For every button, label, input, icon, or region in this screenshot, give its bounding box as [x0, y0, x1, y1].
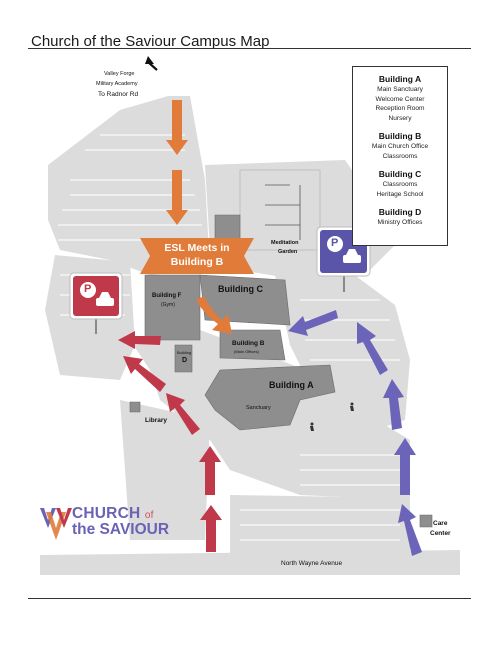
legend-heading-c: Building C [378, 169, 422, 179]
legend-item: Classrooms [382, 181, 418, 188]
accessible-icon [310, 402, 354, 431]
library-building [129, 401, 141, 413]
legend-heading-b: Building B [378, 131, 422, 141]
logo-text-line-2: the SAVIOUR [72, 521, 170, 538]
building-b [219, 329, 286, 361]
north-arrow-icon [145, 56, 158, 71]
logo-text-line-1: CHURCH of [72, 505, 154, 523]
top-rule [28, 48, 471, 49]
building-f-sub-label: (Gym) [161, 302, 175, 308]
building-b-sub-label: (Main Offices) [234, 349, 259, 354]
parking-sign-icon [69, 272, 123, 334]
esl-line-1: ESL Meets in [164, 242, 230, 254]
parking-letter-blue: P [331, 237, 339, 249]
purple-route-arrows [288, 310, 422, 556]
building-d-letter: D [182, 357, 188, 364]
road-label: North Wayne Avenue [281, 560, 343, 567]
legend-item: Classrooms [382, 152, 418, 160]
logo-of: of [144, 510, 154, 521]
building-f [144, 274, 201, 341]
building-b-label: Building B [232, 340, 265, 347]
care-center-building [419, 514, 433, 528]
buildings [129, 214, 433, 528]
parking-letter-pink: P [84, 283, 92, 295]
orange-route-arrows [166, 100, 232, 334]
bottom-rule [28, 598, 471, 599]
legend-item: Main Church Office [371, 143, 429, 150]
library-label: Library [145, 417, 168, 424]
legend-item: Nursery [388, 114, 412, 122]
building-a [204, 364, 336, 431]
care-label: Care [433, 520, 448, 527]
logo-church: CHURCH [72, 505, 141, 522]
esl-line-2: Building B [170, 256, 224, 268]
meditation-garden [239, 169, 321, 251]
building-f-label: Building F [152, 293, 182, 299]
sanctuary-label: Sanctuary [246, 405, 271, 411]
page-title: Church of the Saviour Campus Map [31, 33, 270, 50]
esl-banner [140, 238, 254, 274]
radnor-label: To Radnor Rd [98, 91, 139, 98]
legend-item: Welcome Center [375, 95, 425, 103]
crimson-route-arrows [118, 331, 222, 552]
legend-item: Heritage School [376, 190, 424, 198]
esl-banner-text: ESL Meets in Building B [140, 241, 254, 269]
military-academy-label: Military Academy [96, 81, 138, 87]
building-d [174, 344, 193, 373]
legend-heading-a: Building A [378, 74, 422, 84]
building-a-label: Building A [269, 380, 314, 390]
car-icon-blue [343, 249, 361, 263]
church-logo-icon [40, 508, 72, 540]
building-c-label: Building C [218, 284, 263, 294]
legend-heading-d: Building D [378, 207, 422, 217]
building-legend: Building A Main Sanctuary Welcome Center… [352, 66, 448, 246]
legend-item: Reception Room [375, 105, 425, 112]
legend-item: Ministry Offices [377, 219, 423, 226]
legend-item: Main Sanctuary [377, 86, 423, 93]
valley-forge-label: Valley Forge [104, 71, 135, 77]
meditation-label: Meditation [271, 240, 299, 246]
car-icon [96, 292, 114, 306]
garden-label: Garden [278, 249, 298, 255]
center-label: Center [430, 530, 451, 537]
building-d-label: Building [177, 350, 192, 355]
